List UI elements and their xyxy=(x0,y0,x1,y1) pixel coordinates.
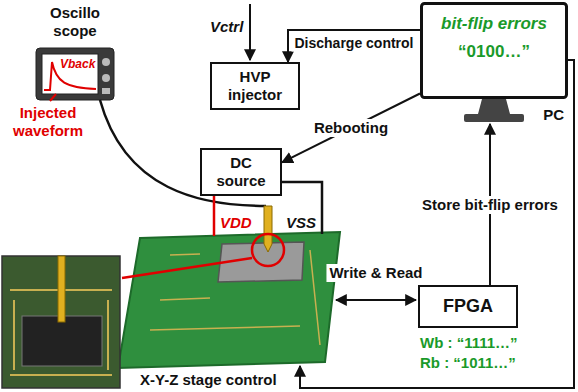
photo-probe xyxy=(58,256,65,322)
signal-name: Vctrl xyxy=(210,18,243,36)
box-label: FPGA xyxy=(443,296,493,318)
box-label: HVP injector xyxy=(220,68,290,104)
signal-name: Vback xyxy=(60,57,95,71)
vss-wire xyxy=(282,182,322,234)
interface-label: Write & Read xyxy=(326,264,425,282)
control-arrow xyxy=(249,4,251,60)
device-label: Oscillo scope xyxy=(40,4,110,40)
bit-string: Wb : “1111…” xyxy=(420,334,518,352)
vdd-wire xyxy=(213,194,216,236)
bit-string: “0100…” xyxy=(420,42,568,62)
computer-monitor: bit-flip errors “0100…” PC xyxy=(420,2,568,124)
knob xyxy=(102,74,110,82)
process-box: HVP injector xyxy=(210,62,300,110)
screen-text: bit-flip errors xyxy=(420,14,568,34)
photo-inset xyxy=(2,256,120,388)
note: Injected waveform xyxy=(0,104,96,140)
device-label: PC xyxy=(543,106,564,124)
highlight-circle xyxy=(252,234,284,266)
box-label: DC source xyxy=(210,154,272,190)
button xyxy=(102,88,110,94)
stage-control-arrow xyxy=(300,60,574,388)
connector-arrow xyxy=(288,30,420,62)
connector-arrow xyxy=(282,94,420,163)
knob xyxy=(102,58,110,66)
probe xyxy=(264,206,272,252)
edge-label: Discharge control xyxy=(291,35,416,52)
monitor-stand xyxy=(478,99,510,114)
edge-label: Rebooting xyxy=(311,119,391,137)
bus-arrow xyxy=(336,299,416,301)
control-label: X-Y-Z stage control xyxy=(140,371,277,389)
leader-line xyxy=(50,94,56,101)
process-box: DC source xyxy=(200,148,282,196)
oscilloscope-body xyxy=(36,48,114,100)
monitor-base xyxy=(464,114,524,122)
leader-line xyxy=(122,258,252,278)
photo-chip xyxy=(22,316,102,366)
bit-string: Rb : “1011…” xyxy=(420,354,516,372)
signal-name: VSS xyxy=(286,214,316,232)
signal-name: VDD xyxy=(220,214,252,232)
oscilloscope-screen xyxy=(42,54,98,94)
process-box: FPGA xyxy=(418,285,518,328)
edge-label: Store bit-flip errors xyxy=(419,196,561,214)
circuit-board xyxy=(118,232,340,368)
